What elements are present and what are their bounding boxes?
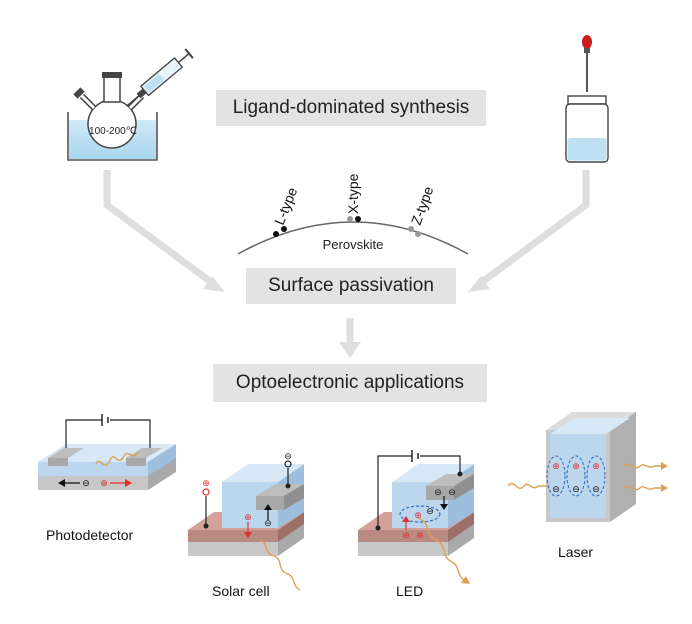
- hole-symbol: ⊕: [100, 479, 108, 489]
- electron-symbol: ⊖: [82, 479, 90, 489]
- laser-device: [507, 412, 668, 522]
- hole-symbol: ⊕: [402, 531, 410, 541]
- electron-transport-layer: [426, 474, 474, 486]
- electron-symbol: ⊖: [426, 507, 434, 517]
- emitted-light-wave: [417, 517, 465, 581]
- solar-cell-device: [188, 460, 304, 591]
- ligand-x-type-dots: [347, 216, 361, 222]
- flask-icon: [87, 99, 137, 149]
- led-device: [358, 450, 474, 584]
- electron-symbol: ⊖: [284, 452, 292, 462]
- syringe-icon: [125, 48, 194, 107]
- flow-arrows: [103, 170, 590, 358]
- exciton-ellipse: [399, 505, 441, 523]
- electron-symbol: ⊖: [448, 488, 456, 498]
- synthesis-heading: Ligand-dominated synthesis: [216, 90, 486, 126]
- arrow-vial-to-passivation: [475, 170, 590, 288]
- incident-light-wave: [259, 539, 301, 591]
- hole-symbol: ⊕: [416, 531, 424, 541]
- photodetector-device: [38, 414, 176, 490]
- perovskite-label: Perovskite: [323, 237, 384, 252]
- passivation-heading: Surface passivation: [246, 268, 456, 304]
- hole-symbol: ⊕: [244, 513, 252, 523]
- ligand-z-type-dots: [408, 226, 421, 237]
- electrode-left: [48, 448, 84, 458]
- vial-dropper-illustration: [565, 35, 609, 163]
- exciton-hole-symbol: ⊕: [552, 462, 560, 472]
- electron-symbol: ⊖: [264, 519, 272, 529]
- exciton-electron-symbol: ⊖: [552, 485, 560, 495]
- perovskite-layer: [550, 434, 606, 518]
- hole-symbol: ⊕: [414, 511, 422, 521]
- flask-bath-illustration: [67, 48, 194, 161]
- ligand-x-type-label: X-type: [345, 173, 361, 214]
- pump-light-wave: [507, 483, 548, 489]
- electron-symbol: ⊖: [434, 488, 442, 498]
- ligand-l-type-dots: [273, 226, 287, 237]
- exciton-electron-symbol: ⊖: [592, 485, 600, 495]
- exciton-hole-symbol: ⊕: [572, 462, 580, 472]
- applications-heading: Optoelectronic applications: [213, 364, 487, 402]
- dropper-bulb-icon: [582, 35, 592, 49]
- ligand-z-type-label: Z-type: [408, 184, 437, 227]
- photodetector-label: Photodetector: [46, 527, 134, 543]
- led-label: LED: [396, 583, 424, 599]
- electron-transport-layer: [256, 484, 304, 496]
- solar-cell-label: Solar cell: [212, 583, 270, 599]
- ligand-l-type-label: L-type: [271, 185, 300, 227]
- passivation-surface: [237, 216, 469, 255]
- laser-label: Laser: [558, 544, 594, 560]
- laser-output-wave: [623, 463, 664, 469]
- flask-temperature-label: 100-200℃: [89, 126, 137, 137]
- exciton-hole-symbol: ⊕: [592, 462, 600, 472]
- perovskite-surface-arc: [237, 221, 469, 255]
- exciton-electron-symbol: ⊖: [572, 485, 580, 495]
- hole-symbol: ⊕: [202, 479, 210, 489]
- arrow-flask-to-passivation: [103, 170, 218, 288]
- incident-light-wave: [95, 451, 139, 466]
